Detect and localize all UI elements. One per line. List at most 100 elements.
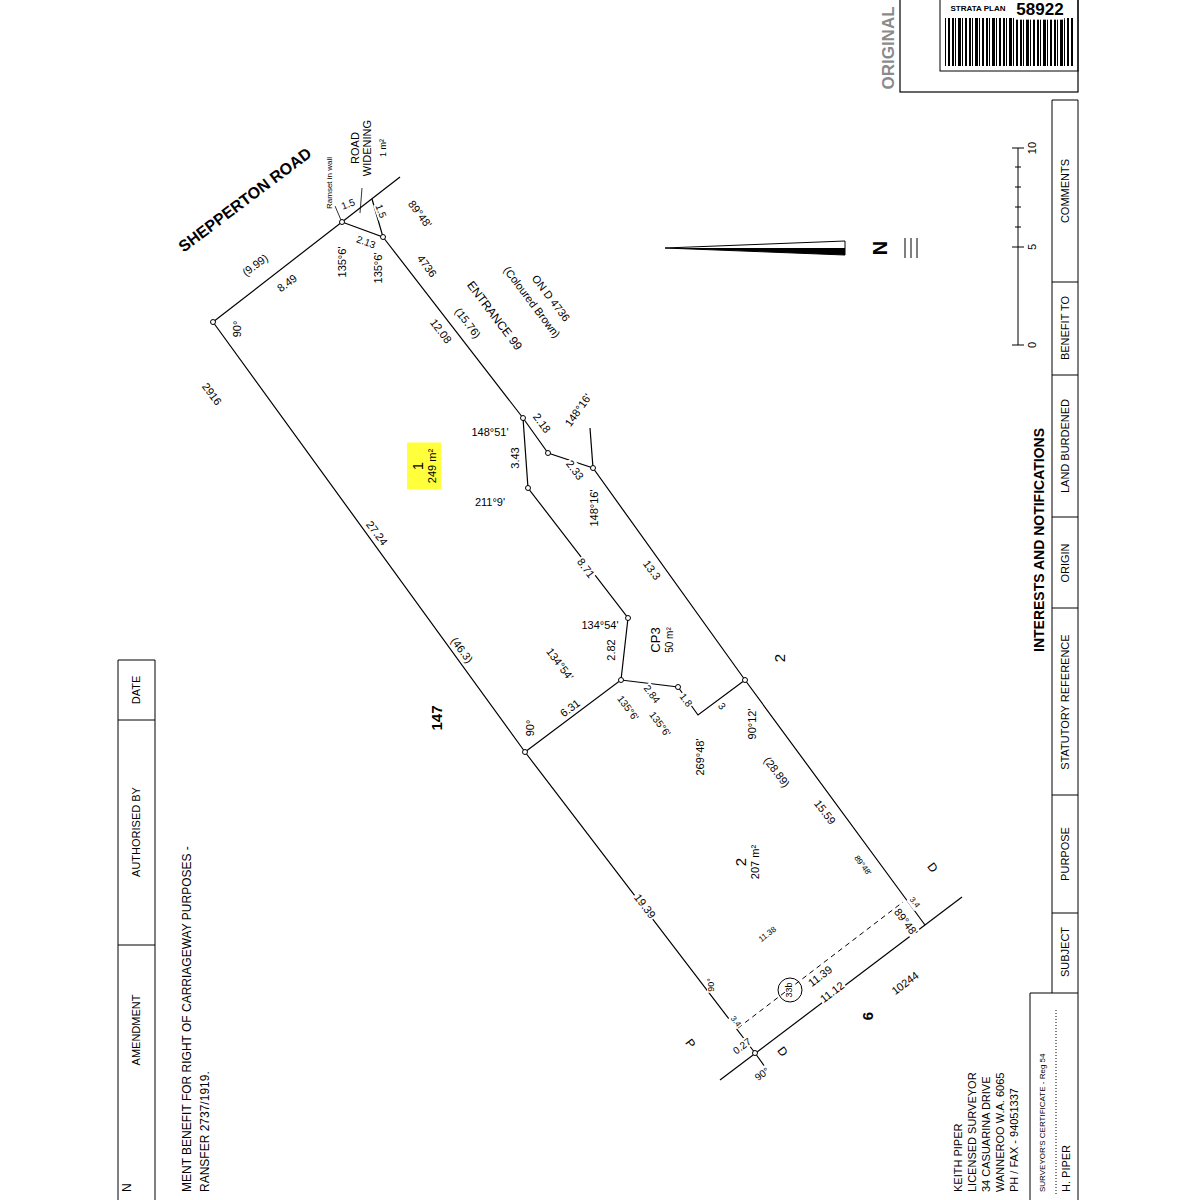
dimension: (28.89) [761, 754, 793, 791]
table-header: DATE [130, 675, 142, 706]
mark-note: Ramset in wall [326, 156, 335, 210]
bearing-angle: 148°16' [588, 488, 600, 527]
panel-frame [900, 0, 1078, 92]
scale-bar [1012, 148, 1024, 345]
barcode-frame [940, 0, 1078, 71]
table-cell: MENT BENEFIT FOR RIGHT OF CARRIAGEWAY PU… [181, 845, 194, 1193]
bearing-angle: 135°6' [647, 709, 674, 740]
bearing-angle: 90°12' [746, 708, 758, 741]
lot-parcel: 1249 m² [407, 443, 441, 490]
dimension: 2.84 [641, 682, 663, 706]
survey-mark [743, 678, 748, 683]
table-columns [1030, 100, 1078, 993]
survey-mark [546, 451, 551, 456]
table-header: ORIGIN [1059, 542, 1071, 583]
dimension: 8.49 [274, 271, 300, 295]
bearing-angle: 90° [524, 719, 536, 738]
bearing-angle: 89°48' [851, 854, 873, 879]
surveyor-name: KEITH PIPER [952, 1123, 964, 1193]
table-header: PURPOSE [1059, 826, 1071, 882]
lot-number: CP3 [649, 626, 664, 654]
dimension: 3.43 [509, 446, 521, 469]
survey-mark [211, 320, 216, 325]
plan-reference: 4736 [414, 252, 440, 280]
stations [211, 220, 758, 1056]
bearing-angle: 269°48' [694, 737, 706, 776]
survey-mark [619, 678, 624, 683]
survey-mark [521, 416, 526, 421]
dimension: 6.31 [557, 696, 583, 720]
callout-number: 33b [785, 981, 795, 998]
north-arrow-marks [905, 238, 917, 258]
dimension: 1.5 [373, 202, 389, 221]
signature-line [1056, 1010, 1057, 1195]
survey-mark [340, 220, 345, 225]
table-columns [118, 660, 155, 945]
dashed-offset-line [738, 902, 903, 1028]
dimension: 0.27 [730, 1035, 754, 1057]
table-rules [1052, 100, 1078, 1200]
bearing-angle: 134°54' [580, 619, 619, 631]
table-rules [118, 660, 155, 1200]
surveyor-detail: WANNEROO W.A. 6065 [994, 1072, 1006, 1193]
dimension: 19.39 [631, 891, 658, 922]
amendment-table [118, 660, 155, 1200]
surveyor-detail: PH / FAX - 94051337 [1008, 1087, 1020, 1193]
lot-boundaries [213, 177, 962, 1080]
dimension: 12.08 [427, 316, 454, 347]
table-header: COMMENTS [1059, 158, 1071, 224]
bearing-angle: 90° [752, 1064, 772, 1083]
lot-parcel: CP350 m² [647, 621, 677, 659]
survey-mark [526, 486, 531, 491]
dimension: 8.71 [574, 555, 598, 581]
bearing-angle: 148°51' [470, 426, 509, 438]
table-header: AUTHORISED BY [130, 786, 142, 878]
area-name: ROAD WIDENING [349, 115, 373, 181]
lot-area: 249 m² [426, 448, 439, 485]
survey-mark [753, 1051, 758, 1056]
dimension: 11.12 [817, 979, 847, 1006]
dimension: 1.5 [339, 196, 358, 212]
bearing-angle: 90° [707, 977, 717, 993]
dimension: 3 [715, 700, 728, 713]
dimension: 11.38 [757, 925, 779, 945]
north-label: N [869, 240, 891, 256]
bearing-angle: 89°48' [891, 905, 921, 939]
dimension: 2.82 [605, 638, 617, 661]
lot-reference: 147 [429, 704, 446, 731]
lot-reference: 2916 [199, 380, 225, 408]
table-header: SUBJECT [1059, 926, 1071, 978]
dimension: (9.99) [239, 251, 271, 279]
table-header: AMENDMENT [130, 994, 142, 1067]
dimension: 2.33 [563, 457, 587, 483]
plan-type: STRATA PLAN [950, 5, 1007, 14]
bearing-angle: 135°6' [372, 252, 384, 285]
dimension: (15.76) [452, 305, 484, 342]
surveyor-detail: 34 CASUARINA DRIVE [980, 1075, 992, 1193]
surveyor-detail: LICENSED SURVEYOR [966, 1071, 978, 1193]
table-header: BENEFIT TO [1059, 295, 1071, 361]
rear-boundary [720, 897, 962, 1080]
table-title: INTERESTS AND NOTIFICATIONS [1032, 427, 1047, 653]
table-cell: N [121, 1182, 134, 1193]
road-name: SHEPPERTON ROAD [174, 144, 315, 256]
east-boundary [383, 237, 925, 925]
signature-name: H. PIPER [1060, 1144, 1072, 1193]
lot-area: 207 m² [749, 844, 762, 881]
watermark: ORIGINAL [880, 5, 899, 90]
north-arrow-fill [665, 248, 845, 255]
common-property-boundary [621, 680, 745, 715]
leader-line [360, 188, 362, 213]
dimension: 3.4 [907, 895, 922, 911]
west-boundary [213, 322, 768, 1071]
boundary-tick [590, 428, 593, 468]
certificate-title: SURVEYOR'S CERTIFICATE - Reg 54 [1039, 1053, 1048, 1193]
scale-number: 5 [1026, 243, 1038, 251]
scale-number: 0 [1026, 341, 1038, 349]
survey-mark [381, 235, 386, 240]
lot-reference: 2 [772, 653, 789, 663]
bearing-angle: 89°48' [405, 197, 435, 231]
bearing-angle: 90° [231, 320, 243, 339]
